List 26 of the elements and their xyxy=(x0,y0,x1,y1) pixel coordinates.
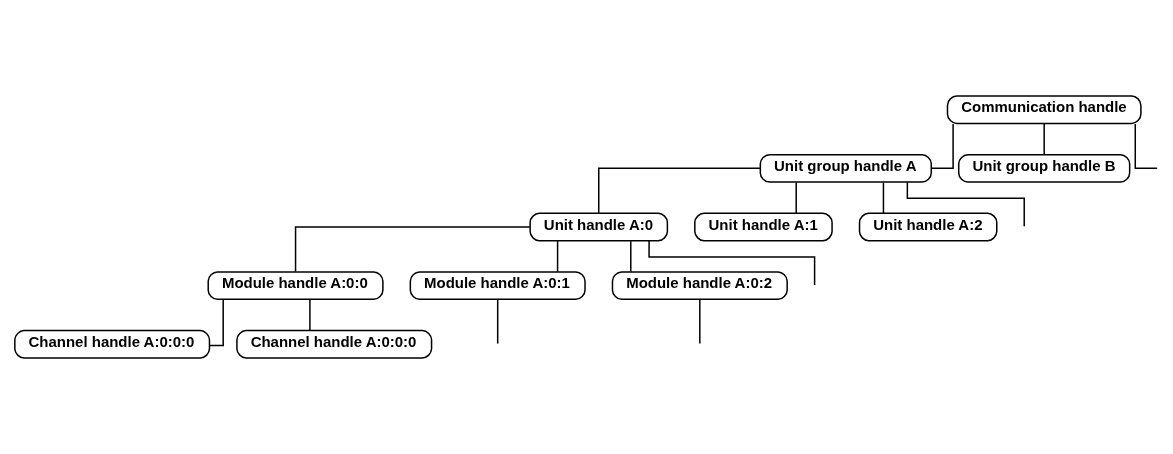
connector xyxy=(648,240,816,286)
node-box: Unit handle A:0 xyxy=(529,212,669,242)
connector xyxy=(496,299,499,345)
connector xyxy=(882,181,885,214)
connector xyxy=(294,226,531,273)
node-box: Communication handle xyxy=(946,95,1142,125)
node-box: Module handle A:0:1 xyxy=(409,271,586,301)
node-box: Unit group handle A xyxy=(759,153,932,183)
node-box: Module handle A:0:0 xyxy=(207,271,384,301)
node-box: Unit group handle B xyxy=(957,153,1131,183)
connector xyxy=(598,167,761,214)
connector xyxy=(906,181,1025,228)
connector xyxy=(630,240,632,273)
connector xyxy=(795,181,797,214)
connector xyxy=(1134,123,1158,170)
connector xyxy=(1043,123,1045,156)
node-box: Channel handle A:0:0:0 xyxy=(236,329,433,359)
node-box: Channel handle A:0:0:0 xyxy=(14,329,211,359)
connector xyxy=(208,298,224,347)
node-box: Unit handle A:1 xyxy=(694,212,833,242)
node-box: Module handle A:0:2 xyxy=(611,271,788,301)
connector xyxy=(930,123,954,170)
connector xyxy=(699,299,701,345)
node-box: Unit handle A:2 xyxy=(858,212,998,242)
connector xyxy=(556,240,559,273)
connector xyxy=(309,299,311,331)
